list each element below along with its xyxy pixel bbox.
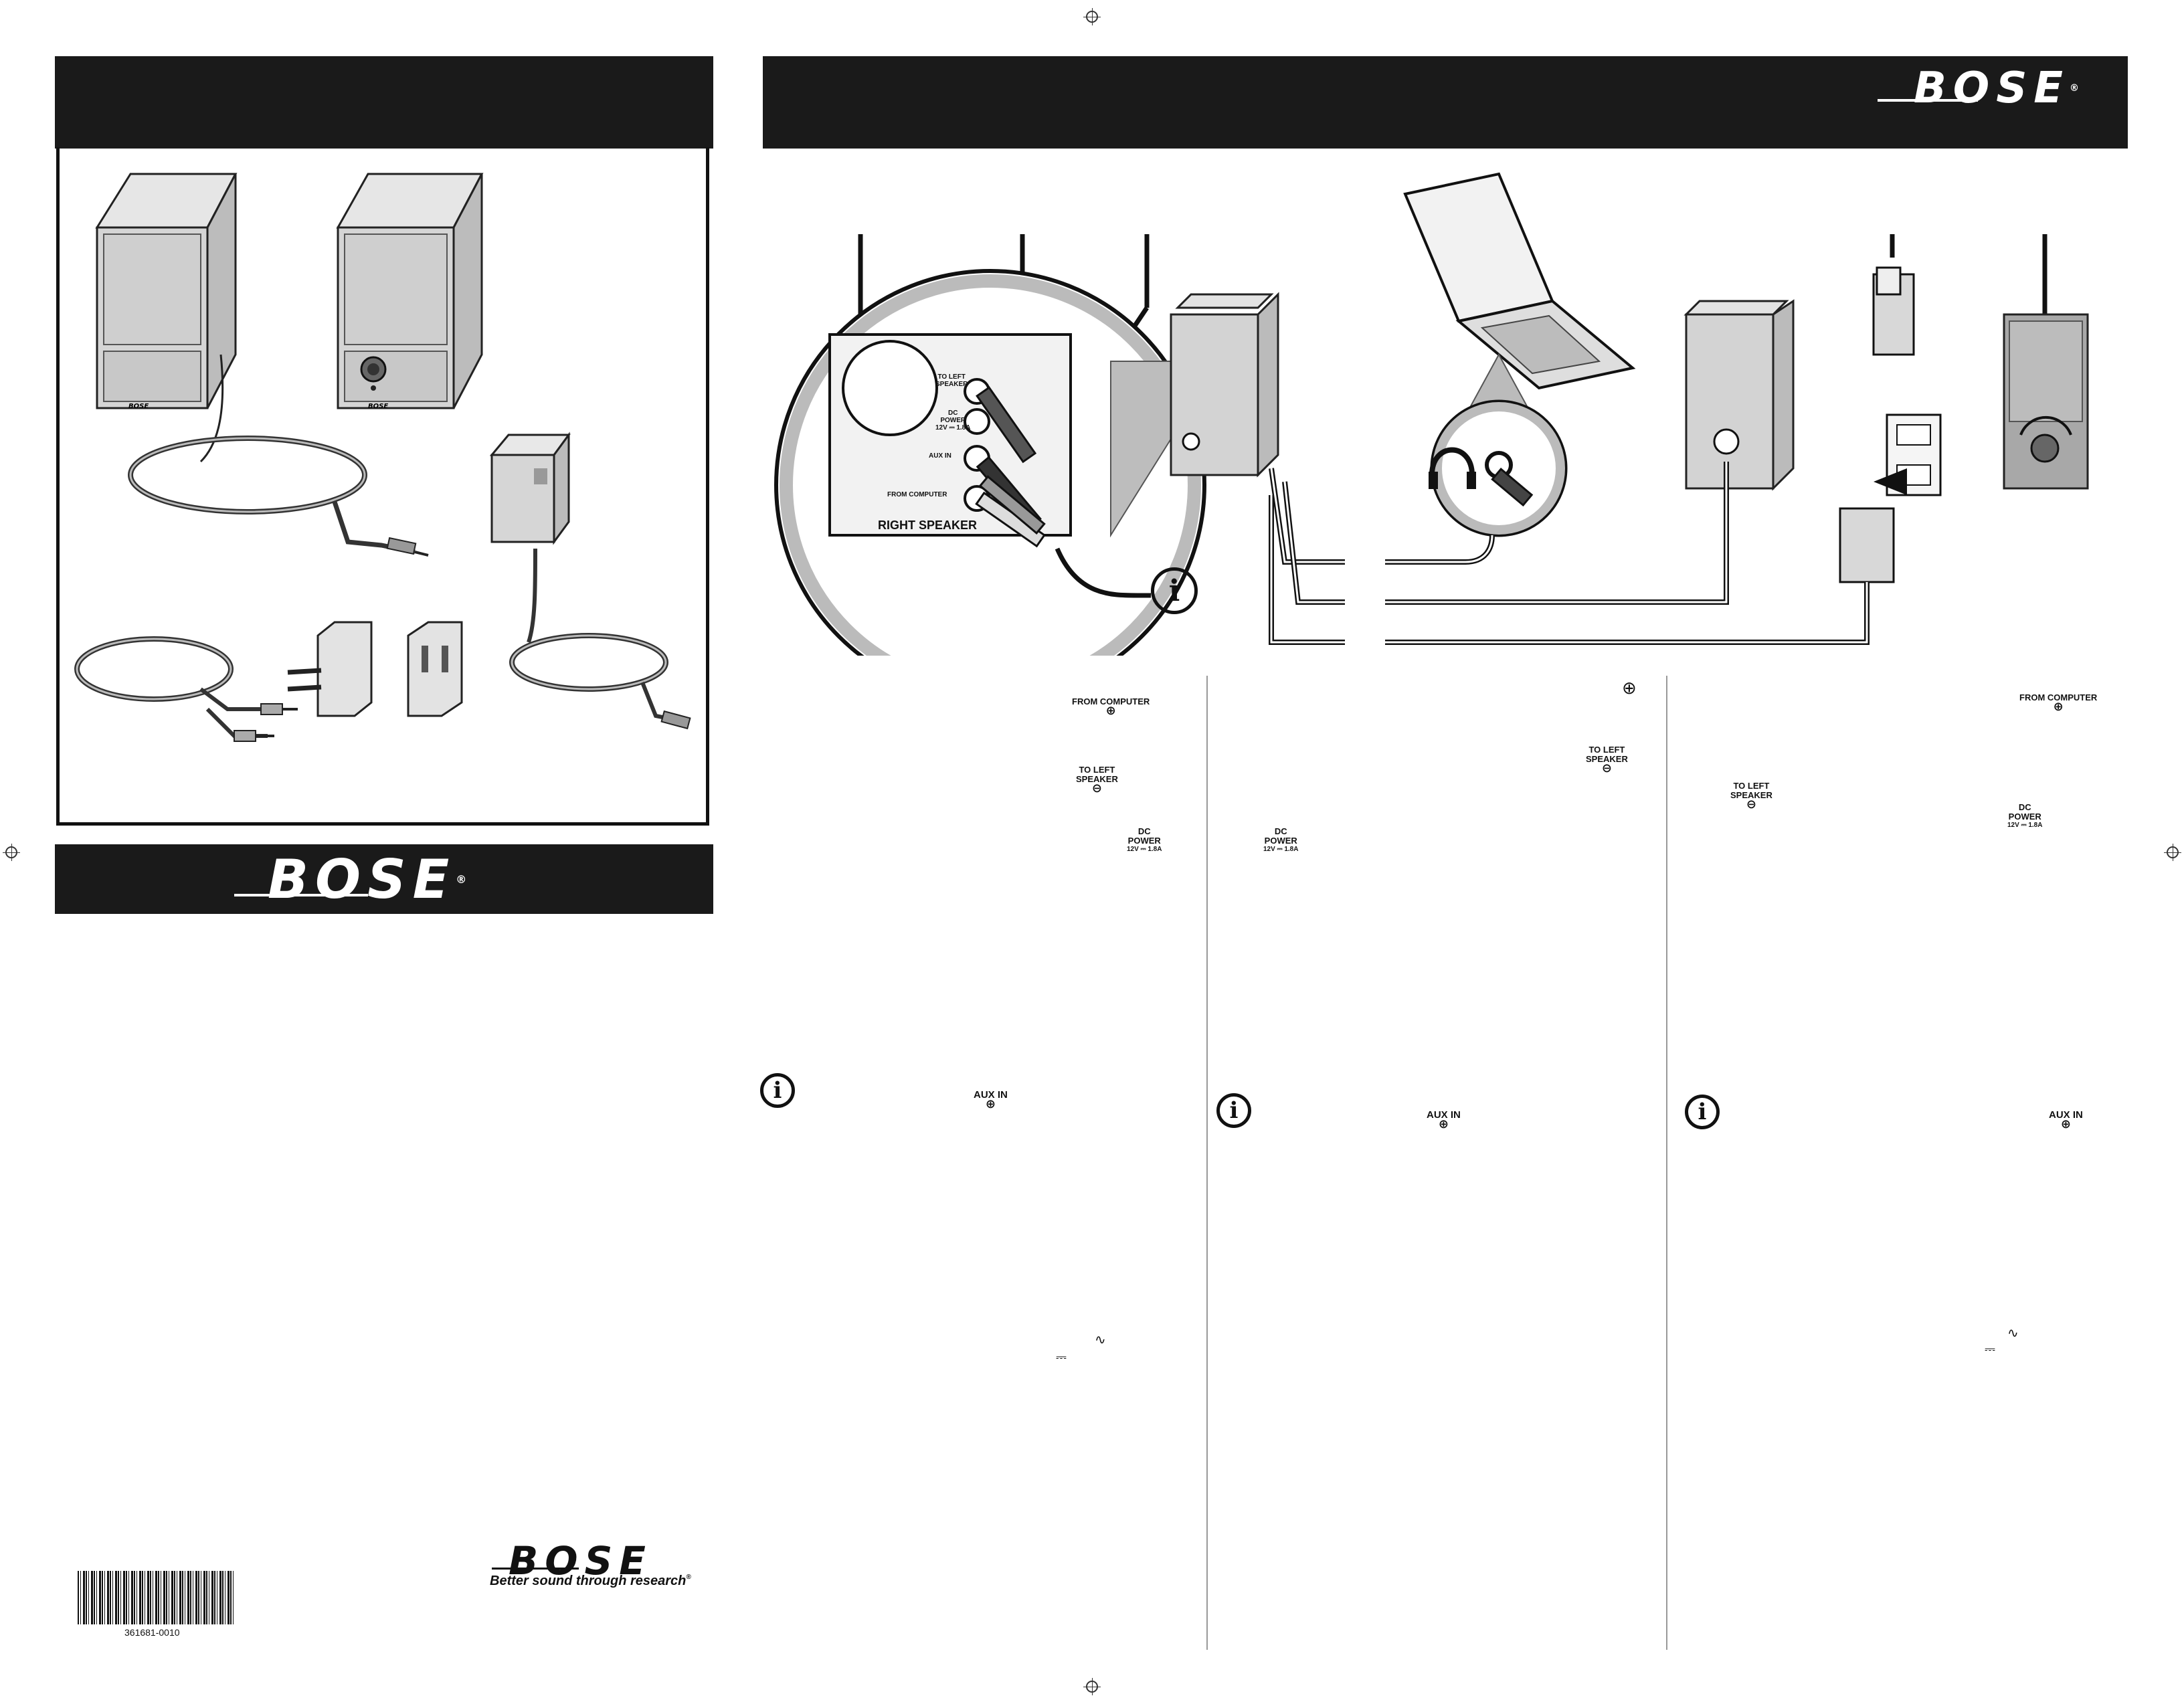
bose-logo-bottom-underline xyxy=(492,1568,579,1570)
svg-text:BOSE: BOSE xyxy=(128,403,149,410)
contents-illustration: BOSE BOSE xyxy=(74,173,691,742)
plug-adapters-illustration xyxy=(287,621,463,717)
right-speaker-illustration: BOSE xyxy=(336,173,484,410)
col1-ac-symbol: ∿ xyxy=(1095,1331,1106,1347)
barcode-number: 361681-0010 xyxy=(124,1627,180,1638)
col3-info-icon: i xyxy=(1685,1095,1720,1129)
left-speaker-illustration: BOSE xyxy=(95,173,238,463)
info-icon-diagram: i xyxy=(1151,567,1198,614)
brand-tagline: Better sound through research® xyxy=(490,1574,691,1588)
col3-label-aux-in: AUX IN⊕ xyxy=(2049,1109,2083,1131)
bose-logo-header: BOSE® xyxy=(1914,64,2086,113)
column-divider-1 xyxy=(1206,676,1208,1650)
registration-mark-right xyxy=(2164,844,2181,861)
bose-logo-footer: BOSE® xyxy=(268,848,474,911)
laptop-illustration xyxy=(1403,172,1636,390)
col1-dc-symbol: ⎓ xyxy=(1056,1349,1067,1365)
label-right-speaker-panel: RIGHT SPEAKER xyxy=(878,518,978,532)
connection-diagram xyxy=(774,172,2089,656)
contents-frame xyxy=(56,147,709,826)
label-aux-in-zoom: AUX IN xyxy=(929,452,951,460)
column-divider-2 xyxy=(1666,676,1667,1650)
registration-mark-left xyxy=(3,844,20,861)
col3-dc-symbol: ⎓ xyxy=(1985,1341,1995,1357)
label-from-computer-zoom: FROM COMPUTER xyxy=(887,491,947,498)
col2-info-icon: i xyxy=(1216,1093,1251,1128)
power-supply-illustration xyxy=(489,432,691,730)
speaker-cable-coil xyxy=(128,436,429,557)
registration-mark-top xyxy=(1083,8,1101,25)
col1-info-icon: i xyxy=(760,1073,795,1108)
left-header-bar xyxy=(55,56,713,149)
right-header-bar xyxy=(763,56,2128,149)
col3-ac-symbol: ∿ xyxy=(2007,1325,2019,1341)
audio-cable-illustration xyxy=(74,636,298,742)
col2-input-arrow-icon: ⊕ xyxy=(1622,678,1637,698)
registration-mark-bottom xyxy=(1083,1678,1101,1695)
bose-logo-header-underline xyxy=(1878,99,1978,102)
col2-label-aux-in: AUX IN⊕ xyxy=(1427,1109,1461,1131)
left-footer-bar xyxy=(55,844,713,914)
col1-label-aux-in: AUX IN⊕ xyxy=(974,1089,1008,1111)
bose-logo-bottom: BOSE xyxy=(509,1538,652,1584)
col3-label-from-computer: FROM COMPUTER⊕ xyxy=(2019,692,2098,714)
bose-logo-footer-underline xyxy=(234,894,368,896)
col1-label-from-computer: FROM COMPUTER⊕ xyxy=(1072,696,1150,718)
barcode xyxy=(78,1571,236,1624)
svg-text:BOSE: BOSE xyxy=(368,403,388,410)
